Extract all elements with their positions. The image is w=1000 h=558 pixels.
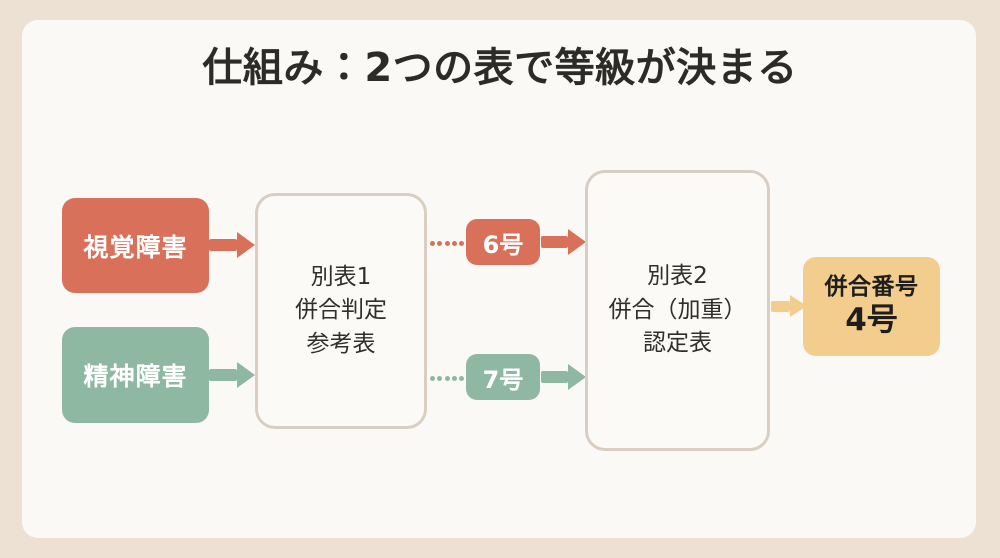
dot xyxy=(430,375,435,381)
arrow-shaft xyxy=(541,371,568,383)
arrow-head xyxy=(237,362,255,388)
table-box-beppyo1[interactable]: 別表1 併合判定 参考表 xyxy=(255,193,427,429)
dot xyxy=(437,240,443,246)
dot xyxy=(459,375,464,381)
beppyo2-line2: 併合（加重） xyxy=(608,296,747,323)
arrow-head xyxy=(568,229,586,255)
source-box-vision[interactable]: 視覚障害 xyxy=(62,198,209,293)
arrow-badge6-to-table2 xyxy=(541,229,586,255)
result-label: 併合番号 xyxy=(824,274,919,301)
table-box-beppyo1-text: 別表1 併合判定 参考表 xyxy=(295,261,387,361)
beppyo1-line1: 別表1 xyxy=(310,263,372,290)
page-title: 仕組み：2つの表で等級が決まる xyxy=(202,45,798,91)
arrow-mental-to-table1 xyxy=(209,362,255,388)
source-box-vision-label: 視覚障害 xyxy=(83,232,188,262)
beppyo2-line1: 別表2 xyxy=(647,263,708,290)
arrow-vision-to-table1 xyxy=(209,232,255,258)
dot xyxy=(451,375,457,381)
dot xyxy=(430,240,435,246)
dot xyxy=(459,240,464,246)
arrow-shaft xyxy=(209,239,237,251)
beppyo2-line3: 認定表 xyxy=(643,330,712,357)
table-box-beppyo2-text: 別表2 併合（加重） 認定表 xyxy=(609,260,747,360)
dotted-connector-to-badge-7 xyxy=(430,374,464,382)
dot xyxy=(444,240,450,246)
arrow-head xyxy=(568,364,586,390)
arrow-table2-to-result xyxy=(771,295,807,317)
dot xyxy=(437,375,443,381)
beppyo1-line3: 参考表 xyxy=(306,330,376,357)
arrow-head xyxy=(237,232,255,258)
dot xyxy=(444,375,450,381)
grade-badge-7[interactable]: 7号 xyxy=(466,354,540,400)
source-box-mental[interactable]: 精神障害 xyxy=(62,327,209,423)
arrow-badge7-to-table2 xyxy=(541,364,586,390)
arrow-shaft xyxy=(771,301,790,312)
arrow-shaft xyxy=(209,369,237,381)
arrow-head xyxy=(790,295,807,317)
grade-badge-6[interactable]: 6号 xyxy=(466,219,540,265)
dotted-connector-to-badge-6 xyxy=(430,239,464,247)
table-box-beppyo2[interactable]: 別表2 併合（加重） 認定表 xyxy=(585,170,770,451)
arrow-shaft xyxy=(541,236,568,248)
grade-badge-6-label: 6号 xyxy=(482,230,524,259)
beppyo1-line2: 併合判定 xyxy=(295,297,387,324)
result-value: 4号 xyxy=(845,301,898,338)
grade-badge-7-label: 7号 xyxy=(482,365,524,394)
result-box[interactable]: 併合番号 4号 xyxy=(803,257,940,356)
source-box-mental-label: 精神障害 xyxy=(83,362,188,391)
dot xyxy=(451,240,457,246)
